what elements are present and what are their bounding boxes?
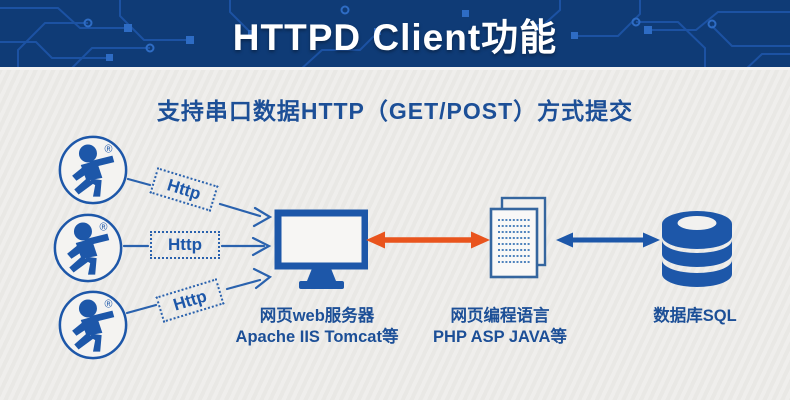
header-banner: HTTPD Client功能	[0, 0, 790, 70]
http-label-2: Http	[150, 231, 220, 259]
svg-text:®: ®	[105, 299, 113, 311]
webserver-script-double-arrow	[366, 231, 490, 249]
database-label: 数据库SQL	[595, 306, 790, 327]
script-database-double-arrow	[556, 232, 660, 248]
http-label-3: Http	[155, 278, 225, 323]
subtitle: 支持串口数据HTTP（GET/POST）方式提交	[156, 98, 634, 124]
usr-client-device-icon-2: ®	[53, 213, 123, 283]
database-icon	[662, 211, 732, 287]
web-server-label-line1: 网页web服务器	[259, 307, 375, 325]
svg-text:®: ®	[105, 144, 113, 156]
web-server-label: 网页web服务器 Apache IIS Tomcat等	[217, 306, 417, 348]
script-language-label-line2: PHP ASP JAVA等	[433, 328, 567, 346]
script-language-label: 网页编程语言 PHP ASP JAVA等	[400, 306, 600, 348]
database-label-line1: 数据库SQL	[653, 307, 737, 325]
web-server-label-line2: Apache IIS Tomcat等	[235, 328, 399, 346]
http-arrow-2-head	[251, 236, 272, 257]
usr-client-device-icon-1: ®	[58, 135, 128, 205]
page-title: HTTPD Client功能	[232, 16, 558, 58]
http-arrow-1-head	[252, 206, 273, 228]
usr-client-device-icon-3: ®	[58, 290, 128, 360]
http-arrow-3-head	[252, 267, 273, 290]
http-label-1: Http	[149, 167, 219, 212]
web-server-monitor-icon	[274, 209, 368, 289]
script-language-label-line1: 网页编程语言	[450, 307, 550, 325]
script-pages-icon	[489, 196, 547, 279]
circuit-pattern-decoration	[0, 0, 790, 67]
svg-text:®: ®	[100, 222, 108, 234]
